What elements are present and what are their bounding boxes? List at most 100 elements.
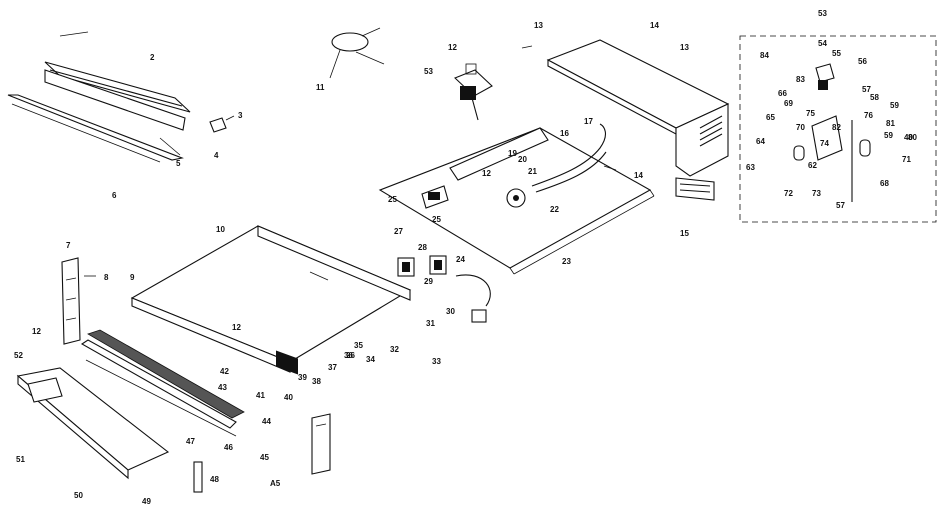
callout-45: 45 (260, 453, 269, 462)
callout-55: 55 (832, 49, 841, 58)
callout-32: 32 (390, 345, 399, 354)
callout-65: 65 (766, 113, 775, 122)
callout-inset-59: 59 (884, 131, 893, 140)
vent-louvers (699, 115, 723, 147)
callout-81: 81 (886, 119, 895, 128)
callout-3: 3 (238, 111, 243, 120)
callout-44: 44 (262, 417, 271, 426)
callout-2: 2 (150, 53, 155, 62)
callout-4: 4 (214, 151, 219, 160)
callout-46: 46 (224, 443, 233, 452)
callout-13b: 13 (680, 43, 689, 52)
callout-20: 20 (518, 155, 527, 164)
callout-48: 48 (210, 475, 219, 484)
callout-84: 84 (760, 51, 769, 60)
callout-69: 69 (784, 99, 793, 108)
callout-40: 40 (284, 393, 293, 402)
callout-72: 72 (784, 189, 793, 198)
callout-73: 73 (812, 189, 821, 198)
callout-24: 24 (456, 255, 465, 264)
part-20-fan (506, 188, 526, 208)
part-14-top-cover (521, 39, 730, 177)
callout-53a: 53 (424, 67, 433, 76)
callout-83: 83 (796, 75, 805, 84)
callout-8: 8 (104, 273, 109, 282)
part-43-element-strip (80, 329, 245, 437)
callout-12a: 12 (448, 43, 457, 52)
callout-47: 47 (186, 437, 195, 446)
part-11-wire (329, 27, 385, 79)
callout-39: 39 (298, 373, 307, 382)
callout-12c: 12 (32, 327, 41, 336)
callout-22: 22 (550, 205, 559, 214)
callout-29: 29 (424, 277, 433, 286)
callout-57a: 57 (862, 85, 871, 94)
callout-15: 15 (680, 229, 689, 238)
callout-43: 43 (218, 383, 227, 392)
part-17-hose (531, 123, 617, 193)
callout-75: 75 (806, 109, 815, 118)
part-6-lower-trim (7, 94, 184, 163)
callout-17: 17 (584, 117, 593, 126)
callout-25a: 25 (388, 195, 397, 204)
part-45-side-panel (311, 413, 331, 475)
callout-9: 9 (130, 273, 135, 282)
part-27-relay (397, 257, 415, 277)
callout-38: 38 (312, 377, 321, 386)
callout-74: 74 (820, 139, 829, 148)
callout-53b: 53 (818, 9, 827, 18)
base-plate (378, 127, 655, 275)
callout-inset-40: 40 (904, 133, 913, 142)
callout-11: 11 (316, 83, 325, 92)
part-30-thermostat (455, 274, 491, 323)
part-10-body (130, 225, 412, 375)
callout-12b: 12 (482, 169, 491, 178)
callout-26: 26 (346, 351, 355, 360)
callout-37: 37 (328, 363, 337, 372)
callout-23: 23 (562, 257, 571, 266)
callout-36: 36 (344, 351, 353, 360)
callout-13a: 13 (534, 21, 543, 30)
callout-80: 80 (908, 133, 917, 142)
part-3-clip (209, 115, 235, 133)
callout-70: 70 (796, 123, 805, 132)
callout-63: 63 (746, 163, 755, 172)
callout-30: 30 (446, 307, 455, 316)
callout-33: 33 (432, 357, 441, 366)
part-52-front-panel (16, 367, 170, 480)
callout-labels: 2 3 4 5 6 7 8 9 10 11 12 12 12 12 13 13 … (14, 9, 917, 506)
callout-64: 64 (756, 137, 765, 146)
callout-56: 56 (858, 57, 867, 66)
callout-42: 42 (220, 367, 229, 376)
callout-7: 7 (66, 241, 71, 250)
callout-50: 50 (74, 491, 83, 500)
callout-28: 28 (418, 243, 427, 252)
part-53-motor (453, 63, 493, 121)
callout-14a: 14 (650, 21, 659, 30)
callout-21: 21 (528, 167, 537, 176)
part-7-bracket (61, 257, 96, 345)
callout-34: 34 (366, 355, 375, 364)
callout-16: 16 (560, 129, 569, 138)
callout-59: 59 (890, 101, 899, 110)
callout-41: 41 (256, 391, 265, 400)
callout-82: 82 (832, 123, 841, 132)
callout-12d: 12 (232, 323, 241, 332)
callout-5: 5 (176, 159, 181, 168)
callout-52: 52 (14, 351, 23, 360)
callout-57b: 57 (836, 201, 845, 210)
callout-54: 54 (818, 39, 827, 48)
callout-49: 49 (142, 497, 151, 506)
callout-10: 10 (216, 225, 225, 234)
callout-31: 31 (426, 319, 435, 328)
callout-27: 27 (394, 227, 403, 236)
callout-35: 35 (354, 341, 363, 350)
part-28-relay (429, 255, 447, 275)
callout-71: 71 (902, 155, 911, 164)
part-2-top-trim (44, 31, 191, 131)
callout-51: 51 (16, 455, 25, 464)
callout-58: 58 (870, 93, 879, 102)
callout-62: 62 (808, 161, 817, 170)
callout-6: 6 (112, 191, 117, 200)
